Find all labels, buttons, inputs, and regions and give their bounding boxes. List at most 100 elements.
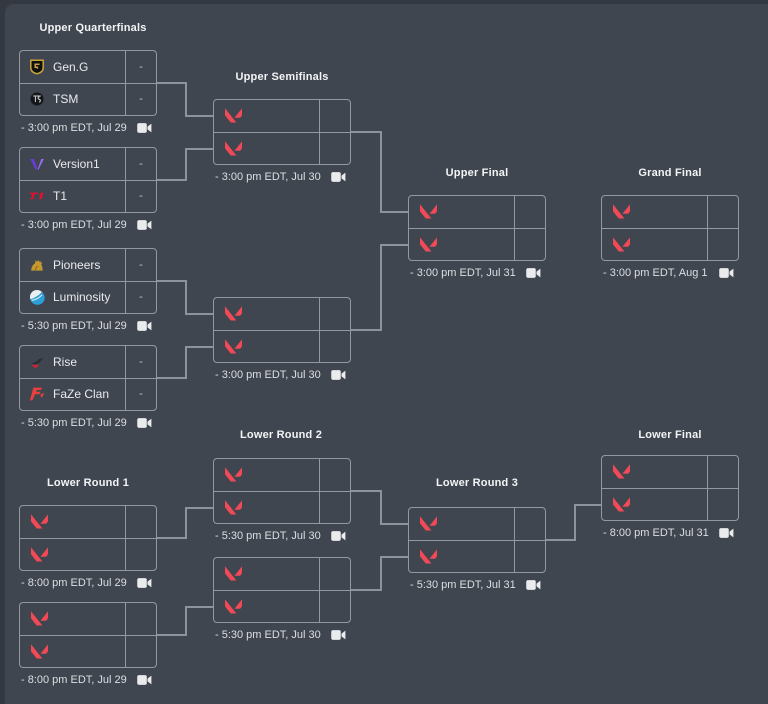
bracket-connector xyxy=(574,504,601,506)
team-row: Rise- xyxy=(20,346,156,379)
video-camera-icon[interactable] xyxy=(719,267,734,278)
match-box-uqf1[interactable]: Gen.G-TSM- xyxy=(19,50,157,116)
team-score xyxy=(707,228,738,260)
valorant-logo xyxy=(225,305,242,322)
team-row: Gen.G- xyxy=(20,51,156,84)
video-camera-icon[interactable] xyxy=(331,171,346,182)
round-header-upper-quarterfinals: Upper Quarterfinals xyxy=(39,22,147,34)
team-name: Rise xyxy=(53,354,78,369)
video-camera-icon[interactable] xyxy=(331,530,346,541)
valorant-logo xyxy=(613,236,630,253)
video-camera-icon[interactable] xyxy=(137,674,152,685)
match-time: - 5:30 pm EDT, Jul 30 xyxy=(214,528,352,543)
t1-logo xyxy=(28,188,45,205)
team-name: Pioneers xyxy=(53,257,101,272)
match-time-text: - 3:00 pm EDT, Aug 1 xyxy=(603,266,708,279)
match-time: - 5:30 pm EDT, Jul 30 xyxy=(214,627,352,642)
team-score xyxy=(707,488,738,520)
team-row xyxy=(214,330,350,362)
match-box-lf[interactable] xyxy=(601,455,739,521)
video-camera-icon[interactable] xyxy=(331,369,346,380)
round-header-lower-round-1: Lower Round 1 xyxy=(46,477,130,489)
match-time: - 3:00 pm EDT, Jul 30 xyxy=(214,367,352,382)
match-time-text: - 3:00 pm EDT, Jul 30 xyxy=(215,368,321,381)
bracket-connector xyxy=(185,148,187,181)
bracket-connector xyxy=(351,329,382,331)
gen-g-logo xyxy=(28,58,45,75)
team-row xyxy=(20,538,156,570)
team-row: TSM- xyxy=(20,83,156,115)
bracket-connector xyxy=(157,377,187,379)
team-name: T1 xyxy=(53,189,68,204)
bracket-connector xyxy=(380,131,382,213)
team-score xyxy=(319,330,350,362)
match-box-lr1b[interactable] xyxy=(19,602,157,668)
bracket-connector xyxy=(574,504,576,541)
match-time: - 5:30 pm EDT, Jul 29 xyxy=(20,415,158,430)
team-score xyxy=(514,196,545,228)
video-camera-icon[interactable] xyxy=(137,577,152,588)
team-row xyxy=(214,298,350,331)
team-score xyxy=(319,491,350,523)
valorant-logo xyxy=(420,548,437,565)
match-time-text: - 5:30 pm EDT, Jul 30 xyxy=(215,529,321,542)
valorant-logo xyxy=(225,140,242,157)
team-row xyxy=(409,508,545,541)
match-box-lr3[interactable] xyxy=(408,507,546,573)
video-camera-icon[interactable] xyxy=(137,122,152,133)
match-box-usf2[interactable] xyxy=(213,297,351,363)
match-box-lr2b[interactable] xyxy=(213,557,351,623)
match-box-gf[interactable] xyxy=(601,195,739,261)
bracket-connector xyxy=(185,507,187,539)
match-box-lr2a[interactable] xyxy=(213,458,351,524)
team-score: - xyxy=(125,378,156,410)
video-camera-icon[interactable] xyxy=(331,629,346,640)
match-time-text: - 3:00 pm EDT, Jul 29 xyxy=(21,218,127,231)
match-box-uqf4[interactable]: Rise-FaZe Clan- xyxy=(19,345,157,411)
bracket-connector xyxy=(351,490,382,492)
match-box-uqf3[interactable]: Pioneers-Luminosity- xyxy=(19,248,157,314)
video-camera-icon[interactable] xyxy=(526,579,541,590)
valorant-logo xyxy=(420,203,437,220)
team-row xyxy=(602,196,738,229)
valorant-logo xyxy=(31,610,48,627)
team-score xyxy=(707,196,738,228)
match-box-usf1[interactable] xyxy=(213,99,351,165)
team-row xyxy=(214,459,350,492)
team-row xyxy=(20,603,156,636)
video-camera-icon[interactable] xyxy=(526,267,541,278)
valorant-logo xyxy=(31,643,48,660)
team-score xyxy=(319,558,350,590)
match-time: - 3:00 pm EDT, Aug 1 xyxy=(602,265,740,280)
team-row xyxy=(409,540,545,572)
video-camera-icon[interactable] xyxy=(137,219,152,230)
video-camera-icon[interactable] xyxy=(137,320,152,331)
bracket-panel xyxy=(5,4,768,704)
team-row xyxy=(20,506,156,539)
video-camera-icon[interactable] xyxy=(137,417,152,428)
team-score: - xyxy=(125,83,156,115)
bracket-connector xyxy=(157,82,187,84)
bracket-connector xyxy=(185,148,213,150)
valorant-logo xyxy=(31,546,48,563)
match-time-text: - 8:00 pm EDT, Jul 29 xyxy=(21,576,127,589)
bracket-connector xyxy=(380,490,382,525)
match-time-text: - 3:00 pm EDT, Jul 30 xyxy=(215,170,321,183)
match-time-text: - 5:30 pm EDT, Jul 29 xyxy=(21,319,127,332)
match-box-uf[interactable] xyxy=(408,195,546,261)
bracket-connector xyxy=(185,606,213,608)
luminosity-logo xyxy=(28,289,45,306)
team-row xyxy=(214,132,350,164)
video-camera-icon[interactable] xyxy=(719,527,734,538)
team-score xyxy=(707,456,738,488)
match-box-lr1a[interactable] xyxy=(19,505,157,571)
round-header-grand-final: Grand Final xyxy=(638,167,702,179)
bracket-connector xyxy=(380,523,408,525)
match-box-uqf2[interactable]: Version1-T1- xyxy=(19,147,157,213)
team-score xyxy=(319,459,350,491)
team-row xyxy=(602,456,738,489)
bracket-connector xyxy=(185,82,187,117)
team-name: Luminosity xyxy=(53,290,111,305)
team-score: - xyxy=(125,249,156,281)
valorant-logo xyxy=(420,236,437,253)
